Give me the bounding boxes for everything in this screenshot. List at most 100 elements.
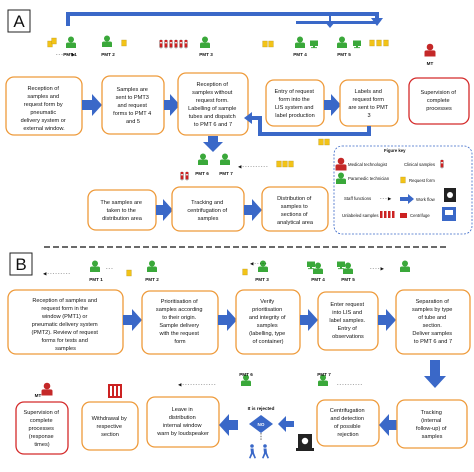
svg-text:PMT 4: PMT 4 (293, 52, 307, 57)
dashed-connector-a2: ◀ - - - - - - - - - - (238, 164, 268, 169)
staff-b-pmt1: PMT 1 (89, 260, 103, 282)
staff-a-pmt7: PMT 7 (219, 153, 233, 176)
svg-text:- - - - ▶: - - - - ▶ (370, 266, 384, 271)
svg-text:Supervision of complet: Supervision of complete processes (respo… (23, 410, 60, 448)
svg-text:The samples are taken: The samples are taken to the distributio… (100, 200, 143, 222)
box-b-withdrawal: Withdrawal by respective section (81, 401, 139, 451)
box-b-enter-lis: Enter request into LIS and label samples… (317, 291, 379, 351)
svg-text:Work flow: Work flow (416, 197, 436, 202)
arrow-a-down (203, 136, 223, 152)
svg-text:PMT 1: PMT 1 (89, 277, 103, 282)
svg-text:Reception of samples and: Reception of samples and request form in… (31, 298, 99, 352)
staff-b-extra: - - - - ▶ (370, 260, 410, 272)
svg-text:Figure key: Figure key (384, 148, 406, 153)
staff-b-pmt7: PMT 7 (317, 372, 331, 386)
svg-text:Request form: Request form (409, 178, 435, 183)
section-b: B PMT 1 PMT 2 ◀ - - - - - - - - - - - - … (7, 252, 471, 459)
svg-text:Centrifugation and det: Centrifugation and detection of possible… (330, 408, 366, 438)
section-b-label-box (9, 252, 33, 276)
centrifuge-samples-b (108, 384, 122, 398)
svg-text:- - - ▶: - - - ▶ (380, 196, 392, 201)
staff-a-pmt5: PMT 5 (337, 36, 389, 57)
svg-text:PMT 2: PMT 2 (101, 52, 115, 57)
staff-b-pmt2: PMT 2 ◀ - - - - - - - - - - - - (43, 260, 159, 282)
section-a-label-box (7, 9, 31, 33)
svg-text:Separation of samples: Separation of samples by type of tube an… (412, 299, 454, 345)
staff-a-pmt3: PMT 3 (159, 36, 213, 57)
supervisor-a: MT (424, 43, 436, 66)
arrow-a-2 (164, 94, 180, 116)
arrow-b-4 (378, 309, 396, 331)
svg-text:◀ - - - - -: ◀ - - - - - (250, 261, 267, 266)
section-b-label: B (15, 255, 26, 274)
arrow-a-5 (244, 199, 262, 221)
svg-text:It is rejected: It is rejected (248, 406, 275, 411)
box-a-sent-pmt3: Samples are sent to PMT3 and request for… (101, 75, 165, 135)
box-a-distribution-area: The samples are taken to the distributio… (87, 189, 157, 231)
arrow-a-3 (324, 94, 341, 116)
staff-b-pmt6: PMT 6 (239, 372, 253, 386)
svg-text:Staff functions: Staff functions (344, 196, 371, 201)
box-a-distribution-sections: Distribution of samples to sections of a… (261, 186, 329, 232)
svg-text:- - -: - - - (106, 266, 113, 271)
svg-text:Tracking and centrifug: Tracking and centrifugation of samples (187, 200, 228, 222)
svg-text:Leave in distribution: Leave in distribution internal window wa… (156, 407, 209, 437)
section-a-label: A (13, 12, 25, 31)
box-a-reception-no-form: Reception of samples without request for… (177, 72, 249, 136)
arrow-b-down (424, 360, 446, 388)
svg-text:PMT 2: PMT 2 (145, 277, 159, 282)
svg-text:PMT 3: PMT 3 (199, 52, 213, 57)
svg-text:Medical technologist: Medical technologist (348, 162, 388, 167)
svg-text:PMT 6: PMT 6 (239, 372, 253, 377)
svg-text:Tracking (internal: Tracking (internal follow-up) of samples (416, 410, 448, 440)
box-a-lis-entry: Entry of request form into the LIS syste… (265, 79, 325, 127)
box-b-reception: Reception of samples and request form in… (7, 289, 124, 355)
box-b-tracking: Tracking (internal follow-up) of samples (396, 399, 468, 449)
box-b-separation: Separation of samples by type of tube an… (395, 289, 471, 355)
svg-text:Paramedic technician: Paramedic technician (348, 176, 390, 181)
box-a-labels-sent: Labels and request form are sent to PMT … (339, 79, 399, 127)
svg-text:Verify prioritisation: Verify prioritisation and integrity of s… (249, 299, 287, 345)
centrifuge-device-b (296, 434, 314, 451)
svg-text:NO: NO (258, 422, 265, 427)
svg-text:PMT 1: PMT 1 (63, 52, 77, 57)
return-workflow-line (248, 116, 371, 136)
svg-text:PMT 7: PMT 7 (219, 171, 233, 176)
svg-text:PMT 3: PMT 3 (255, 277, 269, 282)
arrow-a-4 (156, 199, 173, 221)
svg-text:PMT 5: PMT 5 (337, 52, 351, 57)
svg-text:Samples are sent to PM: Samples are sent to PMT3 and request for… (113, 87, 153, 125)
staff-a-pmt1: PMT 1 (47, 36, 77, 57)
svg-text:Centrifuge: Centrifuge (410, 213, 430, 218)
svg-text:Labels and request for: Labels and request form are sent to PMT … (348, 89, 389, 119)
staff-b-pmt3: PMT 3 ◀ - - - - - (242, 260, 269, 282)
top-workflow-line (66, 12, 379, 26)
arrow-b-6 (219, 414, 238, 436)
arrow-b-1 (123, 309, 142, 331)
rejection-decision: It is rejected NO (248, 406, 294, 459)
svg-text:MT: MT (35, 393, 42, 398)
svg-text:Unlabeled samples: Unlabeled samples (342, 213, 379, 218)
arrow-a-1 (82, 94, 102, 116)
svg-text:Entry of request form: Entry of request form into the LIS syste… (274, 89, 315, 119)
box-b-leave: Leave in distribution internal window wa… (146, 396, 220, 448)
box-a-tracking: Tracking and centrifugation of samples (171, 186, 245, 232)
box-b-centrifugation: Centrifugation and detection of possible… (316, 399, 380, 447)
svg-text:PMT 4: PMT 4 (311, 277, 325, 282)
top-workflow-arrow-2 (371, 18, 383, 26)
staff-b-pmt5: PMT 5 (337, 261, 355, 282)
svg-text:◀ - - - - - - - - -: ◀ - - - - - - - - - (43, 271, 70, 276)
arrow-b-3 (300, 309, 318, 331)
arrow-b-2 (218, 309, 237, 331)
svg-text:Reception of samples w: Reception of samples without request for… (188, 82, 238, 128)
svg-text:MT: MT (427, 61, 434, 66)
svg-text:Prioritisation of samp: Prioritisation of samples according to t… (156, 299, 204, 345)
staff-a-pmt2: PMT 2 - - - - - - ▶ (56, 35, 127, 57)
svg-text:- - - - - - - - - -: - - - - - - - - - - (337, 382, 363, 387)
svg-text:PMT 7: PMT 7 (317, 372, 331, 377)
box-b-verify: Verify prioritisation and integrity of s… (235, 289, 301, 355)
staff-a-pmt4: PMT 4 (262, 36, 318, 57)
svg-text:Withdrawal by respecti: Withdrawal by respective section (92, 416, 129, 438)
clinical-samples-row (159, 39, 188, 49)
svg-text:Enter request into LIS: Enter request into LIS and label samples… (329, 302, 366, 340)
